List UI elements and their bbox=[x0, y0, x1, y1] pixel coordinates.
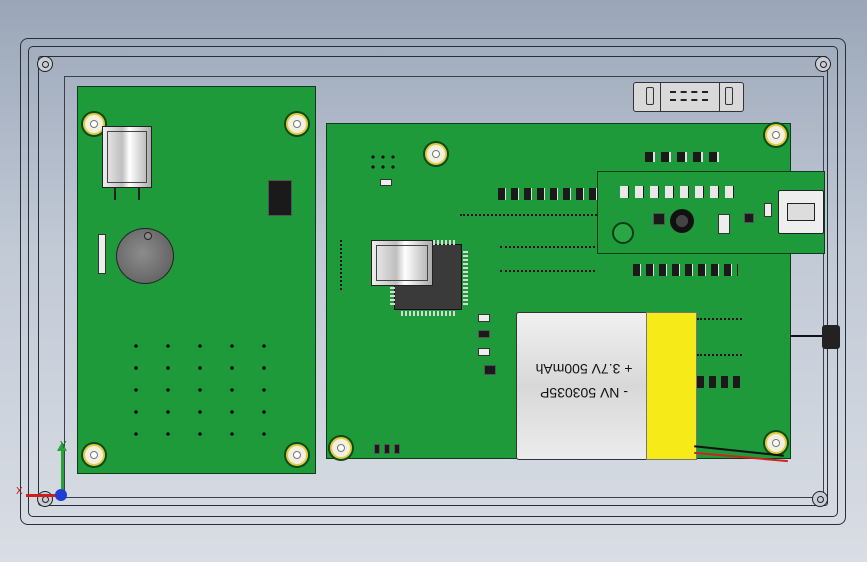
smd-part bbox=[384, 444, 390, 454]
usb-connector bbox=[778, 190, 824, 234]
buzzer bbox=[116, 228, 174, 284]
mounting-hole bbox=[765, 432, 787, 454]
crystal-lead bbox=[138, 188, 140, 200]
crystal-lead bbox=[114, 188, 116, 200]
x-axis-label: X bbox=[16, 486, 23, 497]
led-array bbox=[98, 234, 106, 274]
cable bbox=[790, 335, 830, 337]
trace-row bbox=[460, 214, 600, 218]
trace-column bbox=[340, 240, 346, 290]
ic-chip bbox=[653, 213, 665, 225]
trace-row bbox=[697, 354, 742, 362]
smd-row bbox=[498, 188, 598, 200]
battery-pack: - NV 503035P + 3.7V 500mAh bbox=[516, 312, 652, 460]
x-axis-arrow bbox=[26, 494, 62, 497]
pin-header bbox=[268, 180, 292, 216]
mounting-hole bbox=[286, 113, 308, 135]
trace-row bbox=[697, 318, 742, 326]
smd-cap bbox=[478, 330, 490, 338]
battery-label-line1: - NV 503035P bbox=[540, 385, 628, 401]
corner-screw-top-left bbox=[37, 56, 53, 72]
corner-screw-top-right bbox=[815, 56, 831, 72]
smd-row bbox=[620, 186, 740, 198]
mounting-hole bbox=[765, 124, 787, 146]
smd-row bbox=[633, 264, 738, 276]
z-axis-origin bbox=[55, 489, 67, 501]
y-axis-label: Y bbox=[60, 440, 67, 451]
trace-row bbox=[500, 270, 595, 274]
mounting-hole bbox=[83, 444, 105, 466]
battery-tape bbox=[646, 312, 697, 460]
trace-row bbox=[500, 246, 595, 250]
ic-chip bbox=[744, 213, 754, 223]
enclosure-floor bbox=[64, 76, 824, 498]
crystal-oscillator bbox=[102, 126, 152, 188]
main-crystal bbox=[371, 240, 433, 286]
enclosure-outer-edge bbox=[20, 38, 846, 525]
smd-row bbox=[697, 376, 742, 388]
smd-cluster bbox=[368, 152, 400, 172]
smd-resistor bbox=[380, 179, 392, 186]
smd-row bbox=[645, 152, 725, 162]
via-grid bbox=[120, 335, 285, 453]
smd-cap bbox=[484, 365, 496, 375]
battery-label-line2: + 3.7V 500mAh bbox=[535, 361, 633, 377]
corner-screw-bottom-right bbox=[812, 491, 828, 507]
smd-resistor bbox=[478, 348, 490, 356]
y-axis-arrowhead bbox=[57, 442, 67, 451]
mounting-hole bbox=[425, 143, 447, 165]
antenna-connector bbox=[822, 325, 840, 349]
smd-resistor bbox=[478, 314, 490, 322]
mounting-hole bbox=[83, 113, 105, 135]
y-axis-arrow bbox=[61, 448, 64, 496]
inductor bbox=[670, 209, 694, 233]
enclosure-lip bbox=[38, 56, 828, 506]
smd-part bbox=[374, 444, 380, 454]
smd-part bbox=[394, 444, 400, 454]
mounting-hole bbox=[286, 444, 308, 466]
db9-connector bbox=[633, 82, 744, 112]
mounting-hole bbox=[330, 437, 352, 459]
enclosure-inner-edge bbox=[28, 46, 838, 517]
smd-part bbox=[718, 214, 730, 234]
via-pad bbox=[612, 222, 634, 244]
smd-part bbox=[764, 203, 772, 217]
